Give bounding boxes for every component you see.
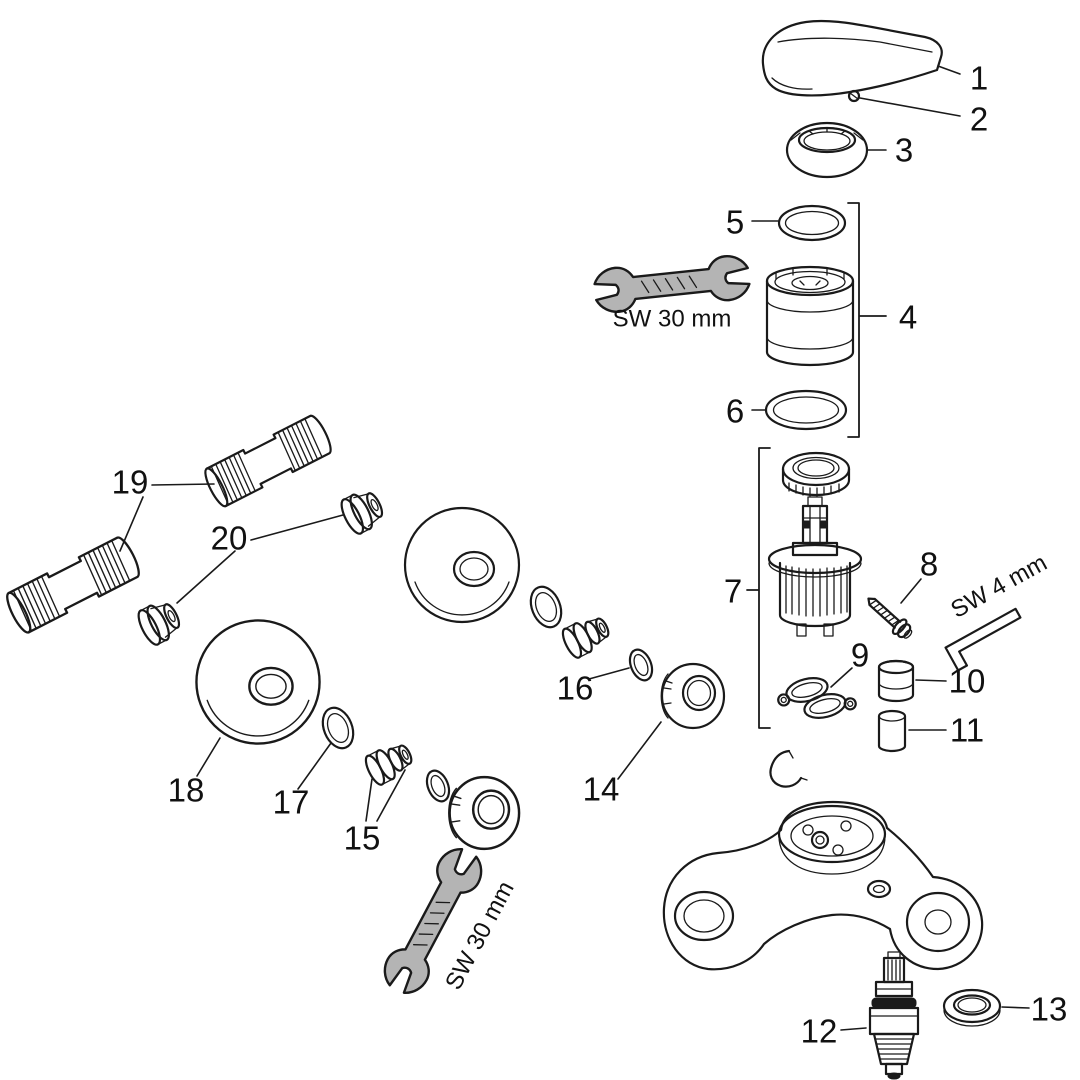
part-faucet-body [662, 800, 984, 971]
allen-key-icon [944, 607, 1022, 672]
bracket-4 [847, 202, 887, 438]
leader-lines [119, 65, 1030, 1031]
leader-10 [915, 679, 947, 682]
part-oring-6 [764, 389, 848, 431]
part-gasket-b [800, 686, 859, 723]
leader-15a [365, 778, 373, 822]
part-label-4: 4 [899, 299, 917, 336]
part-handle [761, 19, 943, 97]
part-cap-10 [877, 659, 915, 703]
part-label-16: 16 [557, 670, 594, 707]
part-label-1: 1 [970, 60, 988, 97]
part-label-12: 12 [801, 1013, 838, 1050]
part-labels: 1 2 3 4 5 6 7 8 9 10 11 12 13 14 15 16 1… [112, 60, 1068, 1050]
leader-8 [900, 578, 922, 604]
part-retaining-clip [769, 749, 808, 788]
leader-9 [830, 667, 853, 688]
leader-20a [250, 514, 344, 541]
part-label-14: 14 [583, 771, 620, 808]
part-label-19: 19 [112, 464, 149, 501]
part-label-3: 3 [895, 132, 913, 169]
part-label-20: 20 [211, 520, 248, 557]
part-label-7: 7 [724, 573, 742, 610]
tool-label-sw4: SW 4 mm [946, 549, 1051, 624]
part-collar [785, 121, 869, 179]
part-cartridge [767, 496, 863, 637]
part-escutcheon-upper [403, 506, 521, 624]
part-nipple-upper [200, 412, 336, 510]
leader-18 [196, 737, 221, 777]
tool-label-sw30-top: SW 30 mm [613, 306, 732, 333]
part-sleeve-4 [765, 265, 855, 367]
part-gasket-a [773, 673, 832, 710]
part-label-10: 10 [949, 663, 986, 700]
leader-15b [376, 769, 406, 822]
part-fitting-lower [133, 595, 186, 649]
part-screw-8 [867, 597, 913, 639]
part-washer-upper [524, 581, 568, 633]
part-nut-upper [660, 662, 726, 730]
part-label-18: 18 [168, 772, 205, 809]
leader-1 [937, 65, 961, 75]
part-ring-13 [942, 988, 1002, 1027]
part-washer-lower [316, 702, 360, 754]
part-set-screw [847, 89, 861, 103]
part-label-15: 15 [344, 820, 381, 857]
part-label-6: 6 [726, 393, 744, 430]
part-label-17: 17 [273, 784, 310, 821]
leader-17 [297, 742, 332, 790]
leader-19a [151, 483, 215, 486]
part-label-8: 8 [920, 546, 938, 583]
tools [376, 252, 1022, 1001]
leader-19b [119, 496, 144, 552]
part-label-9: 9 [851, 637, 869, 674]
part-sleeve-11 [877, 709, 907, 753]
part-label-2: 2 [970, 101, 988, 138]
leader-2 [859, 97, 961, 117]
leader-12 [840, 1027, 867, 1031]
bracket-7 [746, 447, 771, 729]
part-oring-5 [777, 204, 847, 242]
leader-16 [588, 667, 630, 680]
part-label-13: 13 [1031, 991, 1068, 1028]
part-oring-lower [421, 766, 455, 806]
leader-20b [176, 550, 236, 604]
part-adapter-lower [361, 737, 418, 789]
part-label-11: 11 [950, 712, 984, 749]
leader-14 [617, 721, 662, 780]
part-nut-lower [447, 775, 521, 851]
part-label-5: 5 [726, 204, 744, 241]
leader-13 [1001, 1006, 1030, 1009]
part-nipple-lower [1, 533, 145, 637]
part-adapter-upper [558, 610, 615, 662]
part-escutcheon-lower [195, 619, 321, 745]
part-oring-upper [624, 645, 658, 685]
part-fitting-upper [336, 484, 389, 538]
part-valve-12 [868, 951, 920, 1080]
part-ring-nut [781, 451, 851, 497]
